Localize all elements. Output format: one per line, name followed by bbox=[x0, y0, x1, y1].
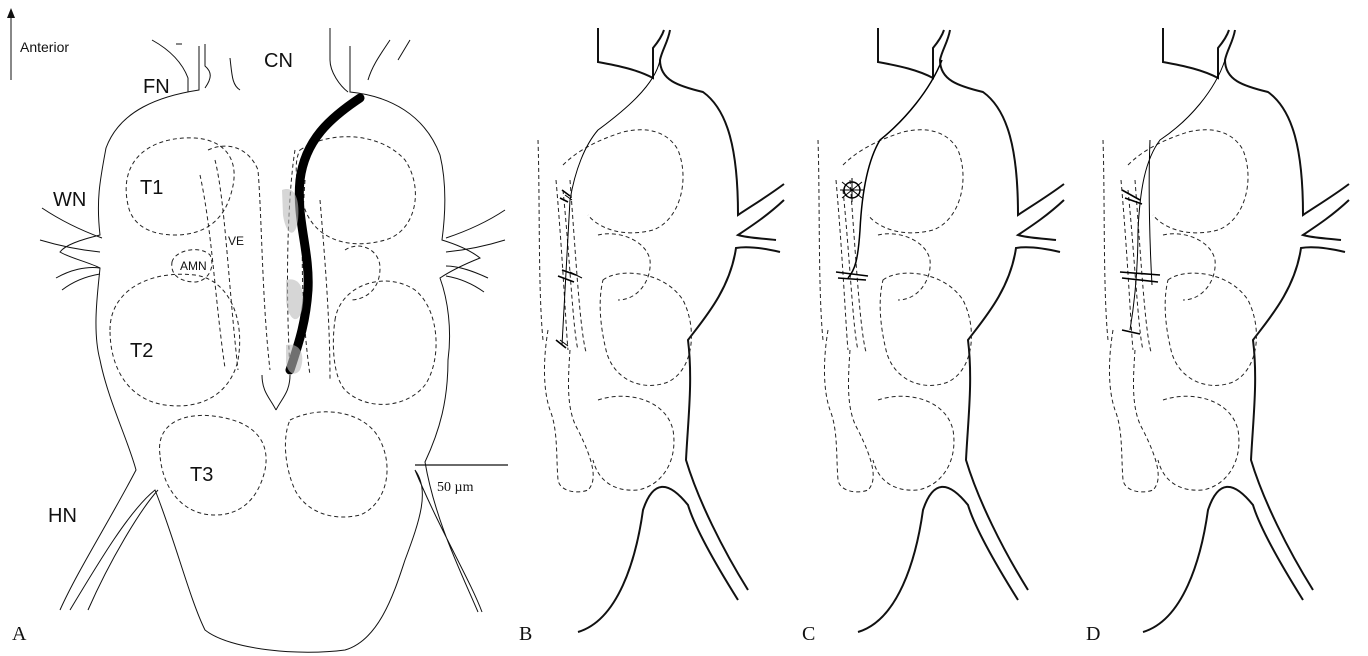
right-nerve-outline bbox=[446, 210, 505, 292]
fn-label: FN bbox=[143, 76, 170, 98]
panel-c: C bbox=[802, 28, 1064, 645]
amn-label: AMN bbox=[180, 259, 207, 273]
scale-bar-label: 50 µm bbox=[437, 480, 474, 495]
t2-label: T2 bbox=[130, 340, 153, 362]
cn-label: CN bbox=[264, 50, 293, 72]
panel-label-b: B bbox=[519, 623, 532, 645]
neuron-trace-b bbox=[560, 60, 660, 346]
neuron-trace-c bbox=[848, 60, 942, 278]
anterior-label: Anterior bbox=[20, 39, 69, 55]
t1-right-outline bbox=[296, 137, 415, 244]
t1-label: T1 bbox=[140, 177, 163, 199]
t3-right-outline bbox=[285, 412, 387, 517]
right-connective-outline bbox=[345, 246, 380, 300]
stained-neuron-a bbox=[282, 98, 360, 374]
panel-b: B bbox=[519, 28, 784, 645]
neuron-trace-d bbox=[1130, 60, 1225, 330]
cn-nerve-outline bbox=[230, 28, 410, 92]
ve-tract-left bbox=[200, 146, 270, 370]
hn-label: HN bbox=[48, 505, 77, 527]
t2-right-outline bbox=[333, 281, 436, 404]
anterior-arrow bbox=[7, 8, 15, 80]
ve-label: VE bbox=[228, 234, 244, 248]
wn-nerve-outline bbox=[40, 208, 102, 290]
panel-label-a: A bbox=[12, 623, 27, 645]
neuron-branch-d bbox=[1120, 190, 1160, 334]
ganglion-outline bbox=[60, 46, 482, 652]
t3-label: T3 bbox=[190, 464, 213, 486]
panel-d: D bbox=[1086, 28, 1349, 645]
midline-notch bbox=[262, 375, 290, 410]
panel-a: Anterior bbox=[7, 8, 508, 652]
panel-label-d: D bbox=[1086, 623, 1100, 645]
panel-label-c: C bbox=[802, 623, 815, 645]
hn-nerve-outline bbox=[88, 490, 158, 610]
wn-label: WN bbox=[53, 189, 86, 211]
